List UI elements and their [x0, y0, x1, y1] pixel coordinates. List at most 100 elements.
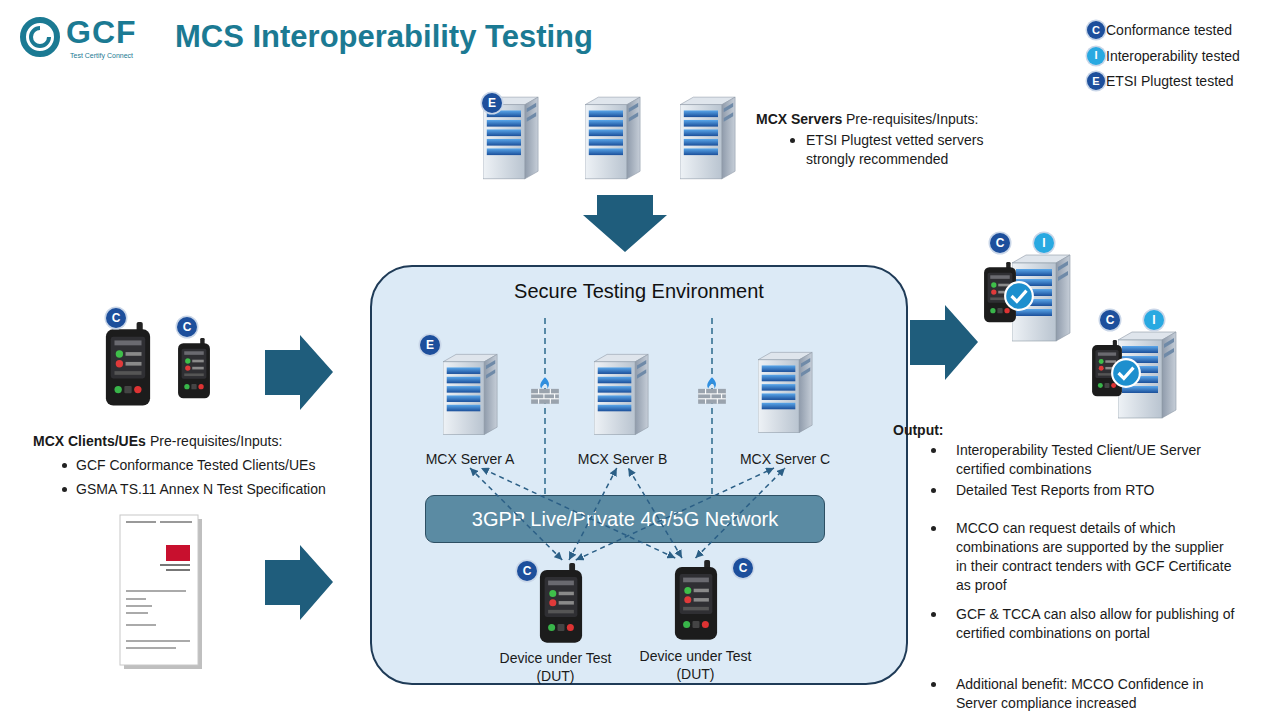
document-line	[126, 640, 190, 642]
input-heading: Pre-requisites/Inputs:	[150, 432, 282, 451]
device-icon	[540, 563, 582, 643]
server-label: MCX Server B	[565, 450, 680, 468]
dashed-connector	[569, 468, 617, 560]
bullet-dot	[62, 463, 67, 468]
server-icon	[1012, 255, 1070, 341]
input-heading: Pre-requisites/Inputs:	[846, 110, 978, 129]
certified-check	[1005, 282, 1033, 310]
dashed-connector	[481, 468, 675, 558]
status-badge: I	[1034, 233, 1054, 253]
document-line	[126, 590, 186, 592]
bullet-dot	[62, 487, 67, 492]
device-label: Device under Test (DUT)	[488, 649, 623, 685]
box-title: Secure Testing Environment	[372, 278, 906, 304]
status-badge: C	[177, 317, 197, 337]
document-line	[126, 624, 156, 626]
page-title: MCS Interoperability Testing	[175, 17, 593, 57]
legend-text: Conformance tested	[1106, 21, 1232, 39]
output-heading: Output:	[893, 421, 944, 440]
status-badge: C	[733, 558, 753, 578]
note-text: GSMA TS.11 Annex N Test Specification	[76, 480, 326, 499]
server-icon	[594, 354, 648, 434]
device-node: Device under Test (DUT)	[488, 560, 623, 685]
status-badge: E	[420, 335, 440, 355]
legend-letter: I	[1087, 46, 1105, 64]
output-text: MCCO can request details of which combin…	[956, 519, 1238, 595]
output-text: Detailed Test Reports from RTO	[956, 481, 1241, 500]
client-device	[106, 322, 150, 406]
dashed-connector	[628, 468, 682, 558]
flow-arrow	[265, 335, 333, 410]
server-label: MCX Server C	[730, 450, 840, 468]
status-badge: I	[1144, 310, 1164, 330]
document-line	[126, 612, 148, 614]
logo-swirl	[31, 28, 49, 46]
dashed-connector	[470, 468, 562, 560]
document-line	[160, 564, 190, 566]
security-boundary	[711, 318, 713, 494]
status-badge: C	[1100, 310, 1120, 330]
server-label: MCX Server A	[415, 450, 525, 468]
document-line	[166, 569, 190, 571]
bullet-dot	[931, 612, 936, 617]
flow-arrow	[583, 195, 667, 252]
document-line	[126, 647, 176, 649]
status-badge: C	[990, 233, 1010, 253]
specification-document	[120, 515, 202, 669]
logo-ring	[23, 20, 57, 54]
client-device	[178, 338, 210, 398]
server-node: MCX Server C	[730, 340, 840, 468]
status-badge: E	[482, 93, 502, 113]
status-badge: C	[517, 561, 537, 581]
logo-tagline: Test Certify Connect	[70, 51, 133, 60]
network-band: 3GPP Live/Private 4G/5G Network	[425, 495, 825, 543]
device-label: Device under Test (DUT)	[628, 647, 763, 683]
input-heading: MCX Clients/UEs	[33, 432, 146, 451]
flow-arrow	[910, 305, 978, 380]
logo-mark	[23, 20, 57, 54]
legend-text: Interoperability tested	[1106, 47, 1240, 65]
bullet-dot	[790, 138, 795, 143]
server-icon	[585, 97, 640, 179]
note-text: GCF Conformance Tested Clients/UEs	[76, 456, 315, 475]
firewall-icon	[531, 377, 559, 404]
document-logo	[166, 545, 190, 561]
document-line	[126, 605, 152, 607]
firewall-icon	[698, 377, 726, 404]
bullet-dot	[931, 488, 936, 493]
certified-check	[1112, 359, 1140, 387]
dashed-connector	[576, 468, 774, 560]
output-text: Additional benefit: MCCO Confidence in S…	[956, 675, 1241, 713]
bullet-dot	[931, 448, 936, 453]
band-label: 3GPP Live/Private 4G/5G Network	[472, 506, 778, 532]
input-heading: MCX Servers	[756, 110, 842, 129]
legend-letter: C	[1087, 21, 1105, 39]
logo-text: GCF	[66, 14, 137, 50]
bullet-dot	[931, 682, 936, 687]
environment-box: Secure Testing EnvironmentMCX Server A MC…	[370, 265, 908, 685]
document-line	[126, 598, 146, 600]
server-icon	[1118, 332, 1176, 418]
dashed-connector	[696, 468, 786, 558]
document-page	[120, 515, 198, 665]
document-line	[160, 521, 192, 523]
server-node: MCX Server A	[415, 340, 525, 468]
client-device	[1092, 340, 1122, 396]
flow-arrow	[265, 545, 333, 620]
client-device	[984, 262, 1016, 322]
document-line	[126, 521, 156, 523]
output-text: Interoperability Tested Client/UE Server…	[956, 441, 1241, 479]
bullet-dot	[931, 526, 936, 531]
output-text: GCF & TCCA can also allow for publishing…	[956, 605, 1238, 643]
status-badge: C	[106, 308, 126, 328]
document-shadow	[124, 519, 202, 669]
device-icon	[675, 560, 717, 640]
legend-text: ETSI Plugtest tested	[1106, 72, 1234, 90]
server-icon	[680, 97, 735, 179]
security-boundary	[544, 318, 546, 494]
server-icon	[443, 354, 497, 434]
legend-letter: E	[1087, 72, 1105, 90]
server-icon	[758, 352, 812, 432]
server-node: MCX Server B	[565, 342, 680, 468]
